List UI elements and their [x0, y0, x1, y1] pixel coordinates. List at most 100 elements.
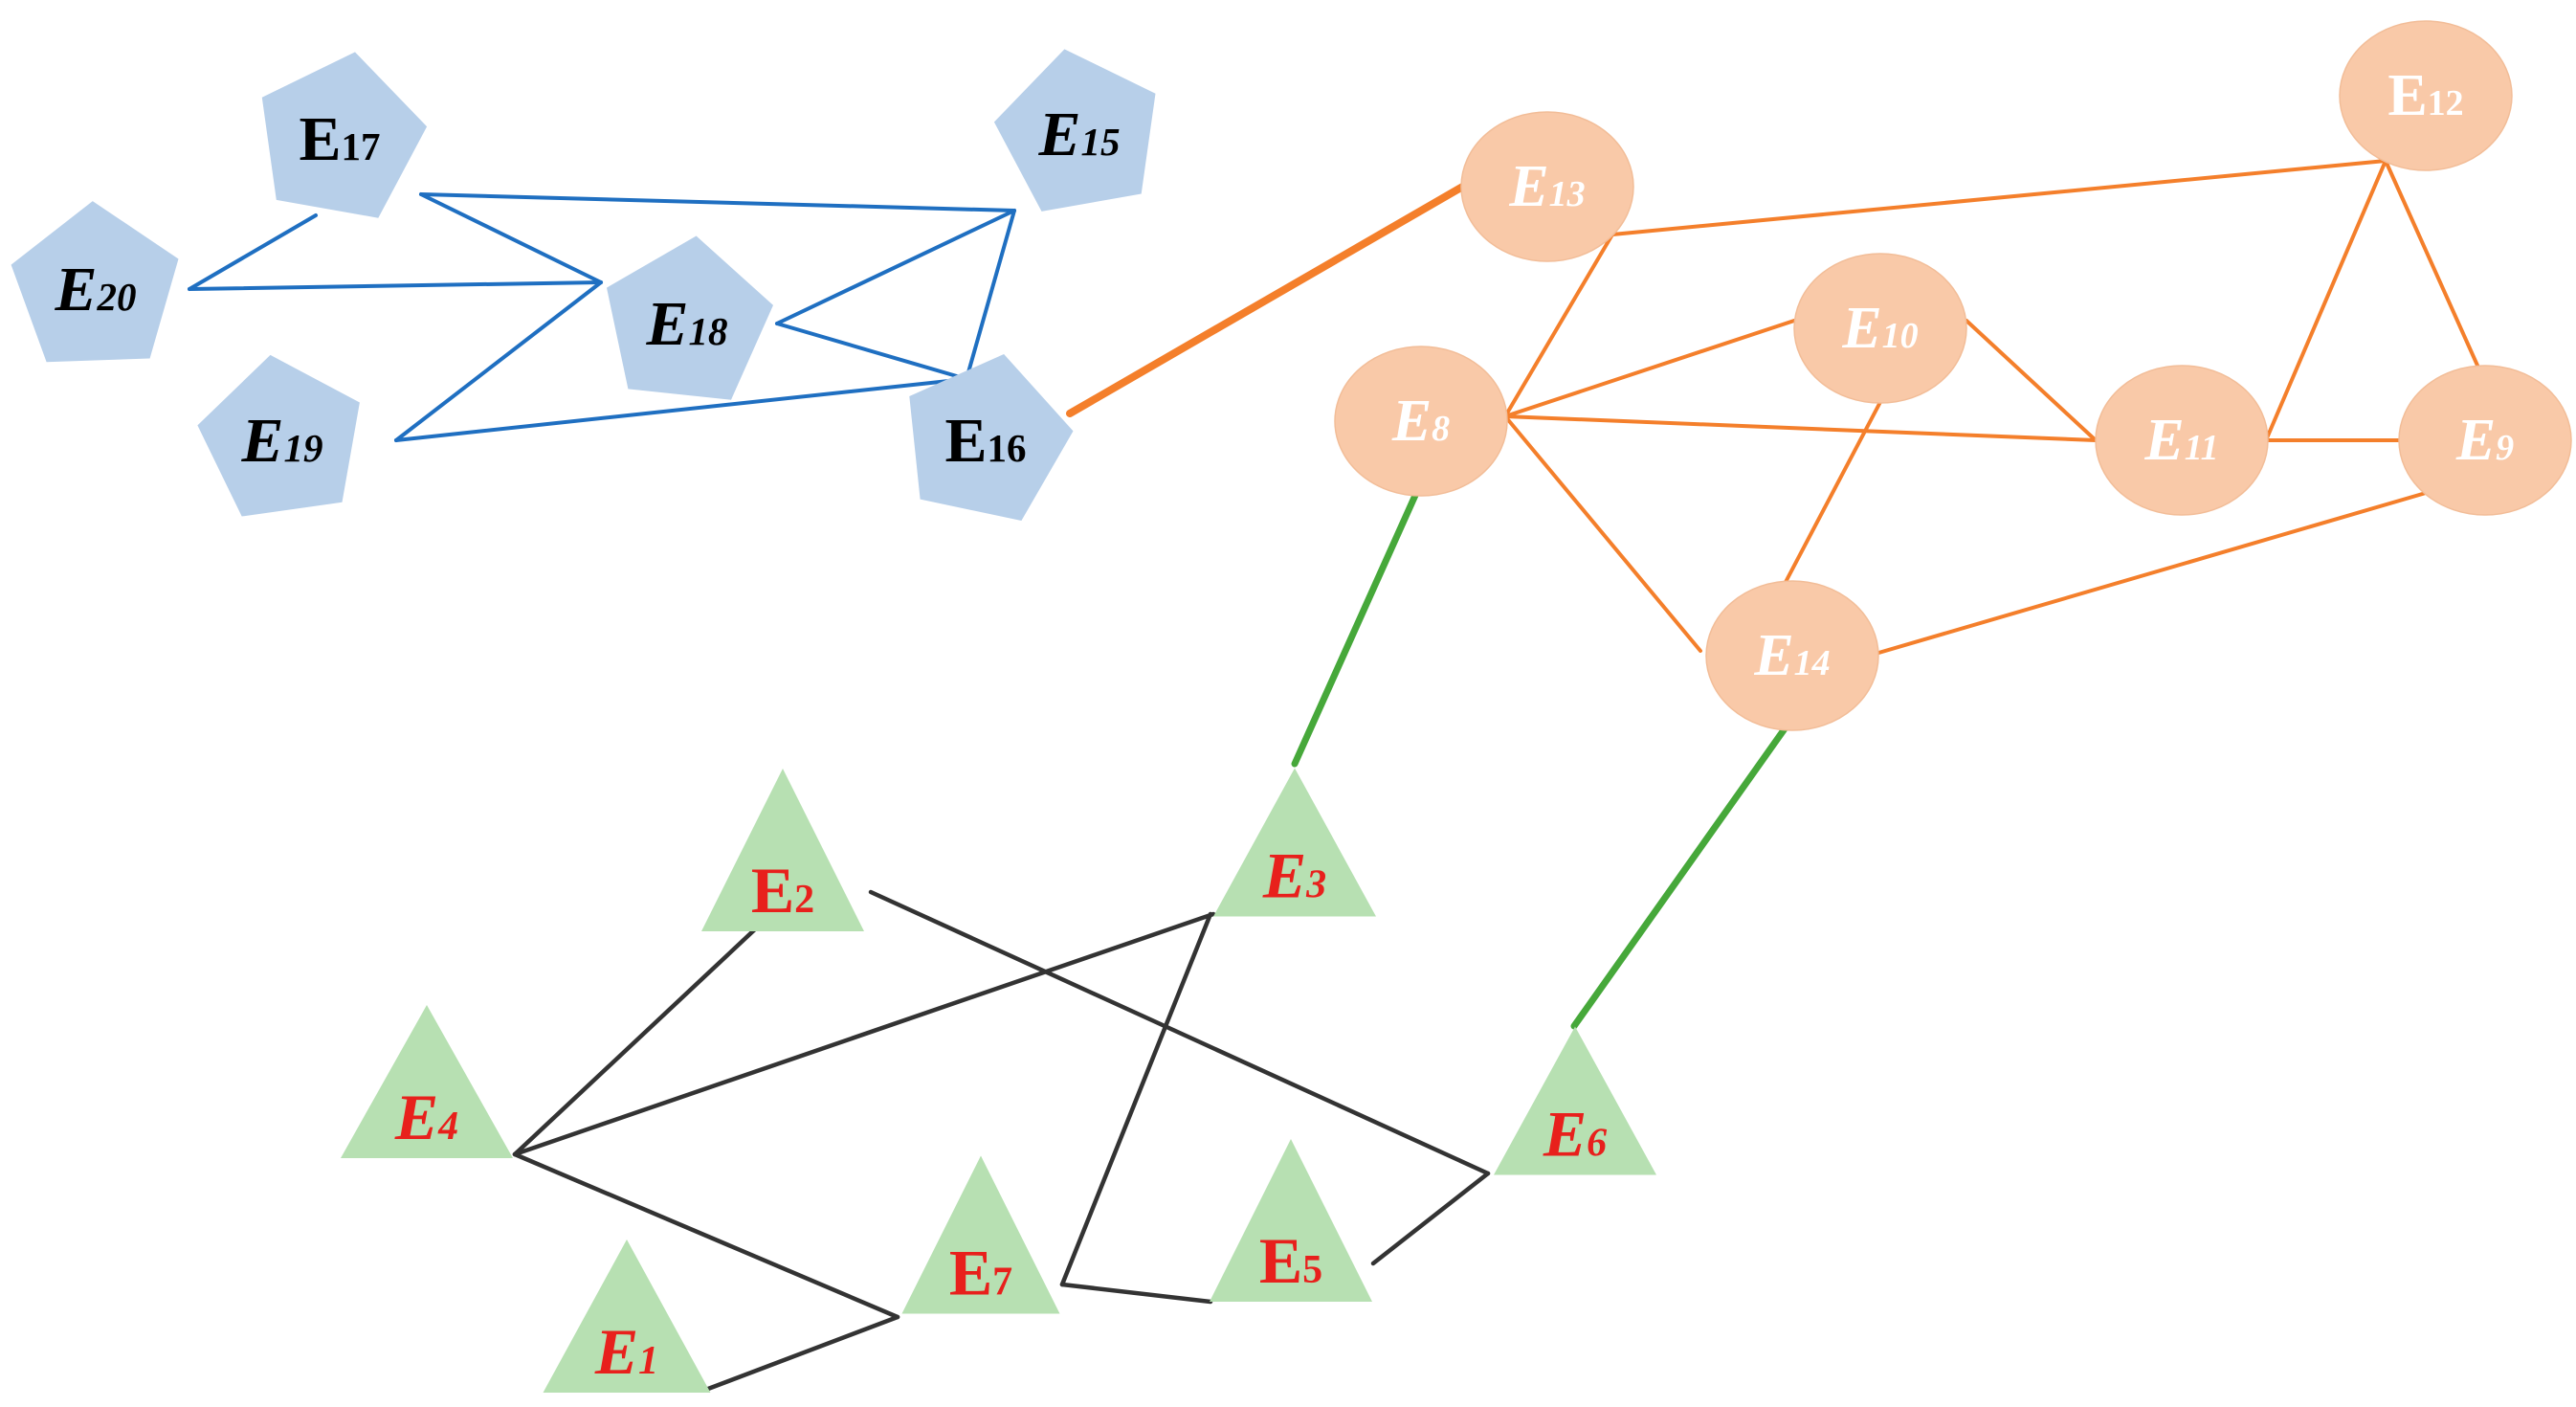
node-e1: E1 [543, 1240, 711, 1393]
label-letter: E [751, 854, 794, 927]
label-letter: E [1543, 1098, 1587, 1171]
edge-e9-e14 [1867, 491, 2428, 658]
edge-e12-e9 [2384, 159, 2480, 369]
edge-e18-e16 [775, 322, 968, 381]
edge-e2-e6 [868, 889, 1491, 1176]
label-letter: E [1262, 839, 1306, 912]
node-label: E18 [645, 289, 727, 359]
label-letter: E [2143, 408, 2184, 473]
node-label: E19 [240, 406, 322, 476]
node-label: E7 [949, 1237, 1012, 1309]
label-letter: E [645, 289, 688, 359]
node-e20: E20 [11, 201, 179, 363]
pentagon-shape [993, 49, 1156, 212]
triangle-shape [543, 1240, 711, 1393]
node-label: E12 [2387, 63, 2463, 128]
edge-e8-e11 [1503, 414, 2098, 442]
label-subscript: 18 [689, 309, 728, 353]
pentagon-shape [607, 235, 773, 400]
pentagon-shape [261, 52, 428, 218]
edge-e8-e14 [1503, 414, 1702, 653]
edge-e13-e8 [1503, 233, 1614, 418]
node-label: E16 [944, 406, 1026, 476]
triangle-shape [701, 769, 864, 931]
label-subscript: 4 [437, 1105, 458, 1149]
label-subscript: 13 [1549, 174, 1586, 214]
edge-e10-e11 [1965, 319, 2098, 442]
edge-e13-e12 [1610, 159, 2387, 236]
node-label: E13 [1508, 154, 1585, 219]
pentagon-shape [909, 354, 1074, 521]
triangle-shape [1213, 768, 1376, 917]
edge-e11-e12 [2264, 159, 2387, 442]
edge-e20-e18 [188, 280, 603, 291]
edge-e19-e16 [394, 377, 968, 442]
node-label: E8 [1391, 389, 1450, 454]
node-e2: E2 [701, 769, 864, 931]
node-label: E2 [751, 854, 814, 927]
label-subscript: 1 [638, 1339, 658, 1383]
label-subscript: 7 [992, 1261, 1012, 1305]
edge-e17-e20 [188, 213, 318, 291]
node-label: E10 [1841, 296, 1918, 361]
edge-e16-e13 [1066, 181, 1470, 417]
label-letter: E [394, 1081, 438, 1153]
ellipse-shape [2339, 20, 2513, 171]
label-letter: E [1391, 389, 1432, 454]
edge-e3-e4 [512, 911, 1216, 1157]
edge-e2-e4 [512, 911, 774, 1157]
label-letter: E [1508, 154, 1548, 219]
label-subscript: 19 [284, 426, 323, 470]
node-e16: E16 [909, 354, 1074, 521]
node-label: E6 [1543, 1098, 1607, 1171]
node-e5: E5 [1210, 1139, 1372, 1302]
edge-e4-e7 [512, 1151, 900, 1320]
ellipse-shape [1334, 346, 1508, 497]
node-e18: E18 [607, 235, 773, 400]
node-e10: E10 [1793, 253, 1967, 404]
label-subscript: 9 [2496, 428, 2514, 468]
node-label: E17 [299, 104, 380, 174]
node-label: E3 [1262, 839, 1326, 912]
node-e7: E7 [901, 1155, 1060, 1314]
node-e3: E3 [1213, 768, 1376, 917]
label-letter: E [949, 1237, 992, 1309]
triangle-shape [1494, 1026, 1656, 1175]
label-subscript: 15 [1081, 120, 1121, 164]
pentagon-shape [11, 201, 179, 363]
label-subscript: 16 [988, 426, 1027, 470]
node-e14: E14 [1705, 580, 1879, 731]
node-e9: E9 [2398, 365, 2572, 516]
edge-e8-e10 [1503, 319, 1796, 418]
label-subscript: 14 [1794, 643, 1831, 683]
node-label: E14 [1753, 623, 1830, 688]
pentagon-shape [197, 354, 360, 517]
edge-e17-e18 [419, 192, 603, 284]
label-subscript: 11 [2185, 428, 2219, 468]
edges-layer [188, 159, 2480, 1392]
edge-e18-e15 [775, 209, 1016, 325]
triangle-shape [1210, 1139, 1372, 1302]
node-label: E4 [394, 1081, 458, 1153]
label-subscript: 20 [97, 275, 137, 319]
node-label: E9 [2455, 408, 2514, 473]
label-letter: E [1259, 1224, 1302, 1297]
label-subscript: 8 [1432, 409, 1450, 449]
label-subscript: 6 [1587, 1122, 1607, 1166]
node-e4: E4 [341, 1005, 513, 1158]
edge-e7-e5 [1059, 1282, 1213, 1305]
label-letter: E [1841, 296, 1881, 361]
label-letter: E [1753, 623, 1793, 688]
label-letter: E [299, 104, 341, 174]
node-e12: E12 [2339, 20, 2513, 171]
edge-e8-e3 [1291, 487, 1421, 768]
label-subscript: 5 [1302, 1248, 1322, 1292]
label-subscript: 3 [1305, 863, 1326, 907]
node-e15: E15 [993, 49, 1156, 212]
label-subscript: 12 [2428, 83, 2464, 123]
label-letter: E [944, 406, 987, 476]
ellipse-shape [2398, 365, 2572, 516]
label-letter: E [1037, 100, 1080, 169]
